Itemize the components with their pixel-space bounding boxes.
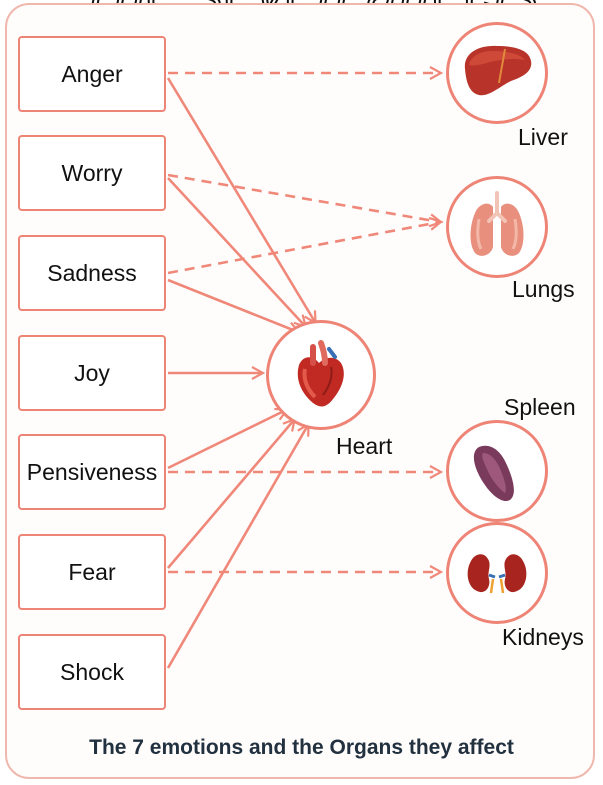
dashed-arrow-sadness-lungs bbox=[168, 222, 440, 273]
organ-label-kidneys: Kidneys bbox=[502, 624, 584, 651]
spleen-icon bbox=[449, 423, 545, 519]
emotion-box-fear: Fear bbox=[18, 534, 166, 610]
organ-label-liver: Liver bbox=[518, 124, 568, 151]
arrow-fear-heart bbox=[168, 420, 294, 568]
emotion-box-sadness: Sadness bbox=[18, 235, 166, 311]
emotion-box-joy: Joy bbox=[18, 335, 166, 411]
emotion-box-pensiveness: Pensiveness bbox=[18, 434, 166, 510]
heart-icon bbox=[269, 323, 373, 427]
organ-label-lungs: Lungs bbox=[512, 276, 575, 303]
kidneys-icon bbox=[449, 525, 545, 621]
dashed-arrow-worry-lungs bbox=[168, 175, 440, 222]
arrow-shock-heart bbox=[168, 425, 308, 668]
liver-icon bbox=[449, 25, 545, 121]
organ-circle-kidneys bbox=[446, 522, 548, 624]
lungs-icon bbox=[449, 179, 545, 275]
emotion-box-shock: Shock bbox=[18, 634, 166, 710]
organ-circle-liver bbox=[446, 22, 548, 124]
organ-circle-spleen bbox=[446, 420, 548, 522]
emotion-box-worry: Worry bbox=[18, 135, 166, 211]
footer-caption: The 7 emotions and the Organs they affec… bbox=[0, 736, 603, 760]
arrow-worry-heart bbox=[168, 178, 305, 326]
organ-circle-lungs bbox=[446, 176, 548, 278]
organ-label-heart: Heart bbox=[336, 433, 392, 460]
emotion-box-anger: Anger bbox=[18, 36, 166, 112]
organ-circle-heart bbox=[266, 320, 376, 430]
organ-label-spleen: Spleen bbox=[504, 394, 576, 421]
